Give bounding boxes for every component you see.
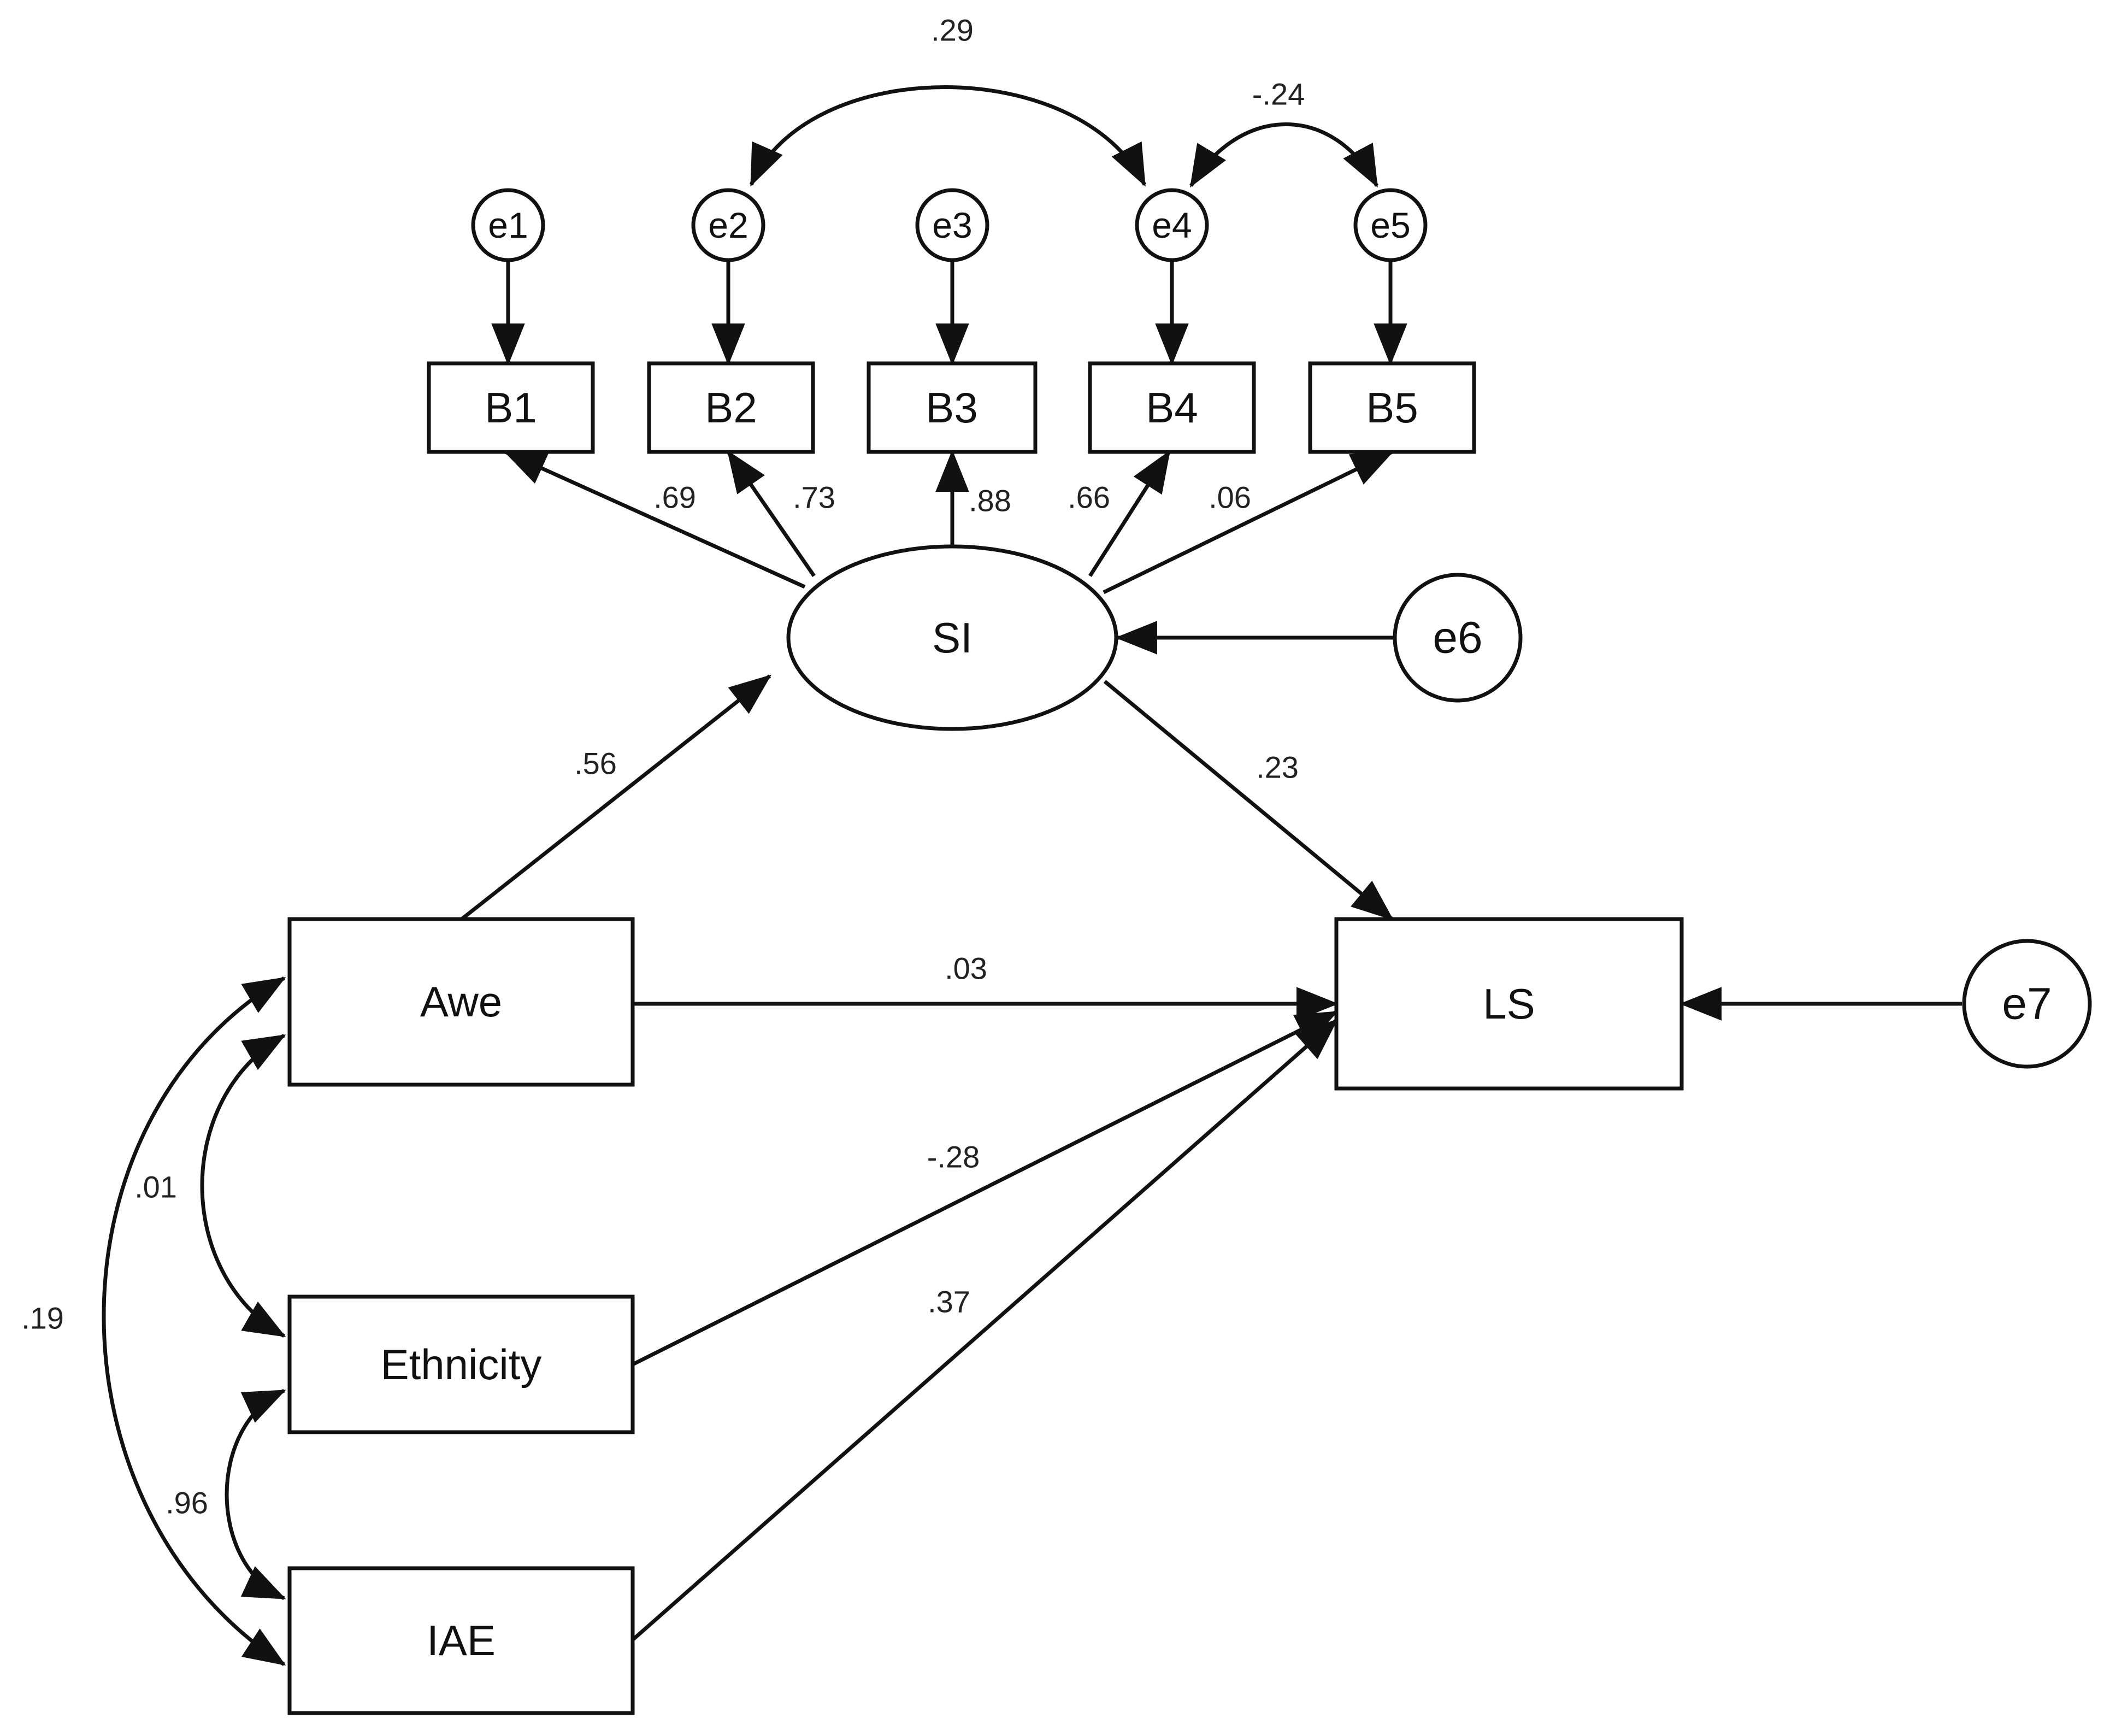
- indicator-b1-label: B1: [485, 384, 537, 432]
- error-e7: e7: [1962, 939, 2092, 1069]
- coef-awe-ls: .03: [945, 951, 987, 986]
- error-e5: e5: [1353, 188, 1428, 262]
- edge-si-b4: [1088, 450, 1171, 577]
- error-e3-label: e3: [932, 205, 972, 245]
- error-e1-label: e1: [488, 205, 528, 245]
- indicator-b3: B3: [867, 361, 1038, 454]
- error-e6: e6: [1393, 573, 1523, 703]
- cov-e2-e4: [749, 85, 1147, 187]
- error-e3: e3: [915, 188, 989, 262]
- coef-si-b3: .88: [969, 484, 1011, 518]
- edge-ethnicity-ls: [632, 1010, 1339, 1367]
- observed-ethnicity-label: Ethnicity: [381, 1340, 542, 1388]
- latent-si: SI: [786, 544, 1118, 731]
- indicator-b4: B4: [1088, 361, 1256, 454]
- error-e5-label: e5: [1370, 205, 1410, 245]
- coef-si-b1: .69: [653, 480, 696, 515]
- coef-si-b4: .66: [1068, 480, 1110, 515]
- observed-iae: IAE: [287, 1566, 635, 1715]
- coef-iae-ls: .37: [928, 1285, 970, 1319]
- cov-awe-ethnicity: [200, 1033, 286, 1338]
- indicator-b5: B5: [1308, 361, 1476, 454]
- observed-awe-label: Awe: [420, 978, 502, 1026]
- edge-iae-ls: [631, 1019, 1338, 1641]
- indicator-b1: B1: [427, 361, 595, 454]
- indicator-b4-label: B4: [1146, 384, 1198, 432]
- observed-ls-label: LS: [1483, 980, 1535, 1028]
- edge-si-b1: [503, 450, 806, 589]
- indicator-b3-label: B3: [926, 384, 977, 432]
- cov-ethnicity-iae: [225, 1388, 286, 1600]
- error-e7-label: e7: [2002, 979, 2052, 1029]
- coef-cov-awe-ethnicity: .01: [134, 1170, 177, 1204]
- edge-si-b2: [727, 450, 816, 577]
- coef-cov-ethnicity-iae: .96: [166, 1486, 208, 1520]
- error-e6-label: e6: [1433, 613, 1482, 663]
- error-e2-label: e2: [708, 205, 748, 245]
- coef-cov-e2-e4: .29: [931, 13, 974, 48]
- error-e2: e2: [691, 188, 765, 262]
- edge-awe-si: [460, 674, 772, 921]
- coef-si-ls: .23: [1256, 750, 1299, 785]
- observed-awe: Awe: [287, 917, 635, 1087]
- observed-ethnicity: Ethnicity: [287, 1294, 635, 1434]
- error-e1: e1: [471, 188, 545, 262]
- cov-awe-iae: [102, 976, 286, 1666]
- cov-e4-e5: [1189, 122, 1379, 188]
- coef-si-b5: .06: [1209, 480, 1251, 515]
- indicator-b2: B2: [647, 361, 815, 454]
- observed-ls: LS: [1334, 917, 1684, 1091]
- error-e4: e4: [1135, 188, 1209, 262]
- observed-iae-label: IAE: [427, 1616, 496, 1664]
- coef-awe-si: .56: [574, 746, 617, 781]
- coef-si-b2: .73: [793, 480, 835, 515]
- indicator-b5-label: B5: [1366, 384, 1418, 432]
- coef-cov-e4-e5: -.24: [1252, 77, 1305, 111]
- error-e4-label: e4: [1152, 205, 1192, 245]
- edge-si-ls: [1103, 680, 1394, 921]
- coef-cov-awe-iae: .19: [21, 1301, 64, 1335]
- indicator-b2-label: B2: [705, 384, 757, 432]
- coef-ethnicity-ls: -.28: [927, 1140, 980, 1174]
- edge-si-b5: [1103, 450, 1394, 595]
- latent-si-label: SI: [932, 614, 973, 662]
